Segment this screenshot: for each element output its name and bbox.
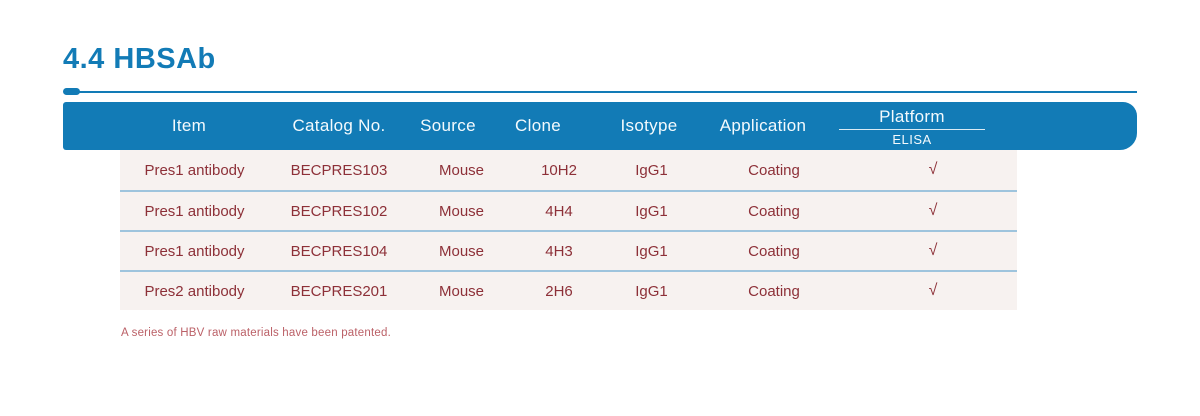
table-row: Pres1 antibody BECPRES103 Mouse 10H2 IgG… bbox=[120, 150, 1017, 190]
cell-isotype: IgG1 bbox=[635, 242, 668, 260]
cell-source: Mouse bbox=[438, 161, 485, 179]
platform-sub-label-elisa: ELISA bbox=[892, 132, 932, 147]
cell-item: Pres1 antibody bbox=[144, 161, 245, 179]
cell-clone: 2H6 bbox=[545, 282, 573, 300]
rule-dot-icon bbox=[63, 88, 80, 95]
platform-label: Platform bbox=[879, 107, 945, 126]
table-row: Pres1 antibody BECPRES104 Mouse 4H3 IgG1… bbox=[120, 230, 1017, 270]
checkmark-icon: √ bbox=[928, 282, 938, 299]
cell-application: Coating bbox=[748, 242, 800, 260]
table-body: Pres1 antibody BECPRES103 Mouse 10H2 IgG… bbox=[120, 150, 1017, 310]
col-header-platform: Platform ELISA bbox=[839, 106, 985, 147]
checkmark-icon: √ bbox=[928, 161, 938, 178]
cell-clone: 4H4 bbox=[545, 202, 573, 220]
cell-catalog-no: BECPRES102 bbox=[290, 202, 388, 220]
section-title: 4.4 HBSAb bbox=[63, 43, 216, 75]
title-underline bbox=[63, 88, 1137, 95]
cell-source: Mouse bbox=[438, 242, 485, 260]
col-header-isotype: Isotype bbox=[620, 116, 678, 135]
table-row: Pres1 antibody BECPRES102 Mouse 4H4 IgG1… bbox=[120, 190, 1017, 230]
cell-catalog-no: BECPRES103 bbox=[290, 161, 388, 179]
cell-clone: 10H2 bbox=[541, 161, 577, 179]
col-header-application: Application bbox=[719, 116, 807, 135]
col-header-item: Item bbox=[171, 116, 207, 135]
cell-item: Pres2 antibody bbox=[144, 282, 245, 300]
cell-item: Pres1 antibody bbox=[144, 202, 245, 220]
cell-application: Coating bbox=[748, 202, 800, 220]
platform-divider-line bbox=[839, 129, 985, 130]
cell-source: Mouse bbox=[438, 282, 485, 300]
rule-line bbox=[77, 90, 1137, 93]
cell-source: Mouse bbox=[438, 202, 485, 220]
cell-isotype: IgG1 bbox=[635, 202, 668, 220]
cell-application: Coating bbox=[748, 282, 800, 300]
footnote: A series of HBV raw materials have been … bbox=[121, 327, 391, 339]
cell-isotype: IgG1 bbox=[635, 282, 668, 300]
table-row: Pres2 antibody BECPRES201 Mouse 2H6 IgG1… bbox=[120, 270, 1017, 310]
checkmark-icon: √ bbox=[928, 242, 938, 259]
col-header-catalog-no: Catalog No. bbox=[292, 116, 386, 135]
cell-catalog-no: BECPRES104 bbox=[290, 242, 388, 260]
table-header: Item Catalog No. Source Clone Isotype Ap… bbox=[63, 102, 1137, 150]
col-header-clone: Clone bbox=[515, 116, 561, 135]
cell-item: Pres1 antibody bbox=[144, 242, 245, 260]
cell-catalog-no: BECPRES201 bbox=[290, 282, 388, 300]
cell-application: Coating bbox=[748, 161, 800, 179]
cell-clone: 4H3 bbox=[545, 242, 573, 260]
cell-isotype: IgG1 bbox=[635, 161, 668, 179]
checkmark-icon: √ bbox=[928, 202, 938, 219]
col-header-source: Source bbox=[420, 116, 476, 135]
